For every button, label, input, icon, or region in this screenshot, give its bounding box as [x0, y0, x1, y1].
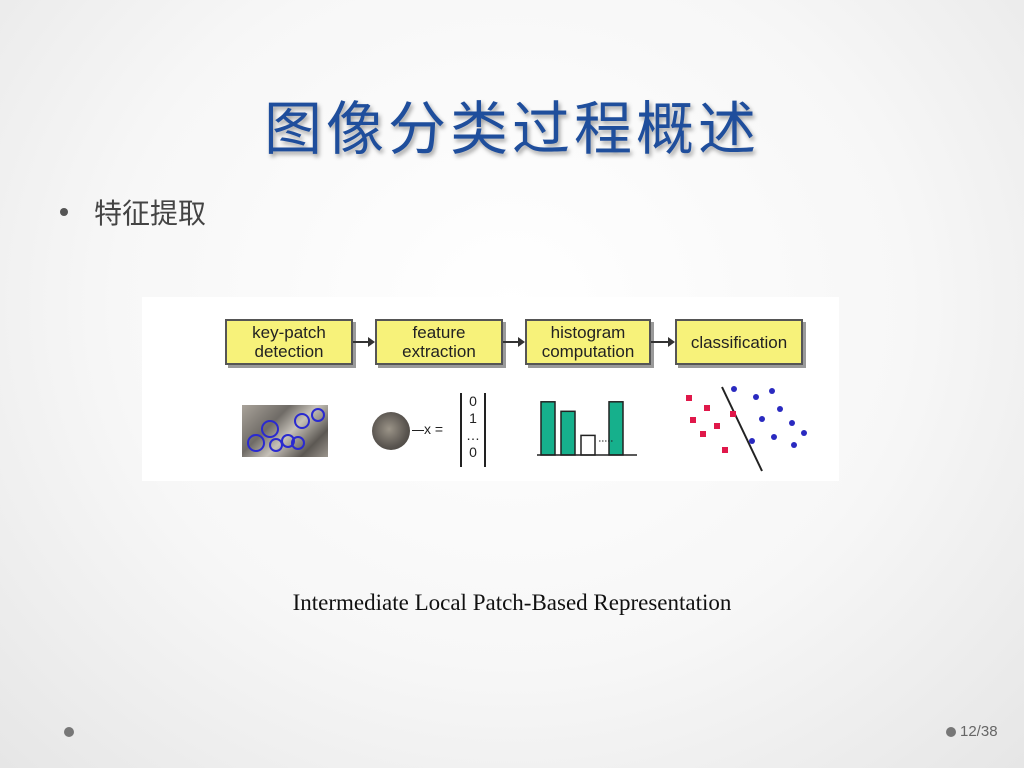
- blue-point: [769, 388, 775, 394]
- histogram-bar: [608, 401, 624, 456]
- stage-line1: feature: [412, 323, 466, 342]
- blue-point: [789, 420, 795, 426]
- blue-point: [791, 442, 797, 448]
- histogram-svg: [537, 401, 637, 456]
- slide-title: 图像分类过程概述: [263, 95, 760, 163]
- keypatch-circle: [291, 436, 305, 450]
- patch-arrow: [412, 430, 424, 431]
- patch-thumbnail: [372, 412, 410, 450]
- blue-point: [801, 430, 807, 436]
- stage-line2: computation: [541, 342, 635, 361]
- histogram-bar: [540, 401, 556, 456]
- keypatch-circle: [247, 434, 265, 452]
- red-point: [690, 417, 696, 423]
- arrow-3: [651, 337, 675, 347]
- stage-line1: key-patch: [252, 323, 326, 342]
- histogram-bar: [580, 434, 596, 456]
- stage-line2: extraction: [402, 342, 476, 361]
- classification-scatter-svg: [686, 386, 807, 472]
- bullet-dot: [60, 208, 68, 216]
- vector-label: x =: [424, 421, 444, 437]
- stage-classification: classification: [675, 319, 803, 365]
- keypatch-circle: [311, 408, 325, 422]
- bullet-text: 特征提取: [94, 197, 207, 230]
- vector-entry: 1: [469, 410, 477, 426]
- stage-line2: detection: [254, 342, 324, 361]
- keypatch-circle: [269, 438, 283, 452]
- blue-point: [777, 406, 783, 412]
- keypatch-circle: [261, 420, 279, 438]
- keypatch-circles-svg: [247, 408, 325, 452]
- arrow-1: [353, 337, 375, 347]
- blue-point: [759, 416, 765, 422]
- footer-dot-left: [64, 727, 74, 737]
- stage-line1: histogram: [550, 323, 626, 342]
- decision-boundary: [721, 386, 763, 472]
- stage-line1: classification: [690, 332, 788, 352]
- histogram-bar: [560, 410, 576, 456]
- blue-point: [753, 394, 759, 400]
- vector-entry: …: [466, 427, 480, 443]
- vector-entry: 0: [469, 444, 477, 460]
- blue-point: [731, 386, 737, 392]
- red-point: [700, 431, 706, 437]
- feature-vector: 0 1 … 0: [460, 393, 486, 467]
- red-point: [730, 411, 736, 417]
- red-point: [714, 423, 720, 429]
- keypatch-circle: [281, 434, 295, 448]
- red-point: [686, 395, 692, 401]
- figure-caption: Intermediate Local Patch-Based Represent…: [292, 590, 732, 615]
- keypatch-circle: [294, 413, 310, 429]
- page-number: 12/38: [960, 723, 998, 740]
- blue-point: [749, 438, 755, 444]
- bullet-item: 特征提取: [60, 192, 206, 232]
- arrow-2: [503, 337, 525, 347]
- red-point: [722, 447, 728, 453]
- footer-dot-right: [946, 727, 956, 737]
- red-point: [704, 405, 710, 411]
- blue-point: [771, 434, 777, 440]
- keypatch-photo: [242, 405, 328, 457]
- vector-entry: 0: [469, 393, 477, 409]
